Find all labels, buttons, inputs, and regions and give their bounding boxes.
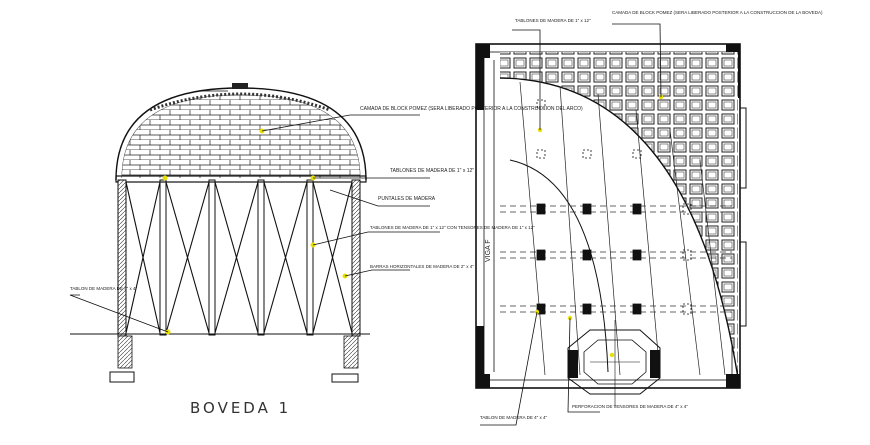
arch-beam — [115, 175, 367, 183]
left-wall-bar-top — [476, 58, 484, 110]
plan-label-tablon: TABLON DE MADERA DE 4" x 4" — [480, 415, 548, 420]
window-right-lower — [739, 241, 747, 327]
plan-tensors — [500, 205, 732, 313]
viga-label: VIGA F — [485, 239, 492, 262]
block-grid-lower — [660, 150, 738, 378]
corner-tl — [476, 44, 490, 58]
x-bracing — [125, 181, 353, 334]
plan-label-perforacion: PERFORACION DE TENSORES DE MADERA DE 4" … — [572, 404, 688, 409]
right-base — [331, 373, 359, 383]
vault-section: CAMADA DE BLOCK POMEZ (SERA LIBERADO POS… — [69, 83, 583, 417]
vault-sub-arc — [509, 159, 609, 373]
keystone — [232, 83, 248, 89]
label-barras: BARRAS HORIZONTALES DE MADERA DE 2" x 4" — [370, 264, 474, 269]
arch-rubble — [149, 92, 331, 112]
plan-posts — [536, 99, 692, 315]
label-block-pomez: CAMADA DE BLOCK POMEZ (SERA LIBERADO POS… — [360, 106, 583, 112]
drawing-title: BOVEDA 1 — [190, 399, 291, 417]
left-base — [109, 371, 135, 383]
corner-br — [726, 374, 740, 388]
vault-plan: VIGA F TABLONES DE MADERA DE 1" x 12" — [475, 10, 823, 426]
right-wall — [351, 179, 361, 337]
right-footing — [343, 335, 359, 369]
left-wall — [117, 179, 127, 337]
leader-lines — [69, 90, 440, 333]
plan-leaders — [480, 23, 662, 426]
label-tablon-4x4: TABLON DE MADERA DE 4" x 4" — [70, 286, 138, 291]
left-wall-bar-bottom — [476, 326, 484, 374]
label-puntales: PUNTALES DE MADERA — [378, 196, 436, 202]
left-footing — [117, 335, 133, 369]
plan-label-tablones: TABLONES DE MADERA DE 1" x 12" — [515, 18, 591, 23]
plan-rafters — [519, 81, 726, 376]
plan-opening — [567, 320, 661, 408]
plan-outer-wall — [475, 43, 741, 389]
window-right-upper — [739, 107, 747, 189]
label-tensores: TABLONES DE MADERA DE 1" x 12" CON TENSO… — [370, 225, 535, 230]
corner-bl — [476, 374, 490, 388]
vault-arc — [499, 77, 739, 379]
label-tablones: TABLONES DE MADERA DE 1" x 12" — [390, 168, 474, 174]
plan-label-block: CAMADA DE BLOCK POMEZ (SERA LIBERADO POS… — [612, 10, 823, 15]
support-posts — [159, 179, 314, 336]
